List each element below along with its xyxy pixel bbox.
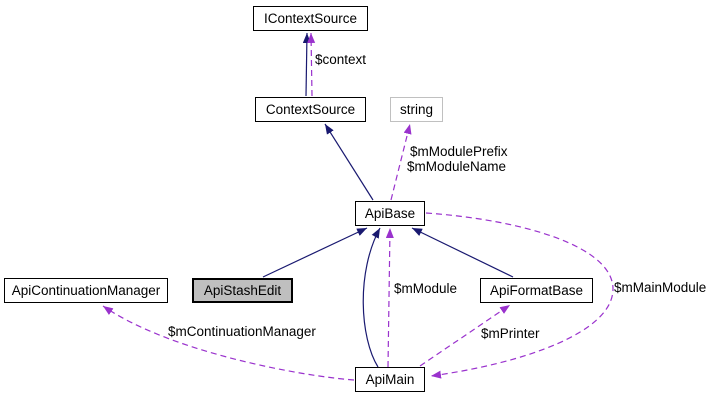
edge-usage-context — [307, 32, 316, 97]
edge-label-mmodulename: $mModuleName — [407, 159, 507, 174]
edge-inheritance-apiformatbase-apibase — [411, 227, 514, 278]
edge-inheritance-apimain-apibase — [362, 227, 381, 368]
edge-label-mcontinuationmanager: $mContinuationManager — [168, 324, 316, 339]
edge-label-mmodule: $mModule — [394, 281, 458, 296]
edge-label-mprinter: $mPrinter — [481, 326, 540, 341]
edge-inheritance-apistashedit-apibase — [262, 227, 368, 278]
edge-usage-mcontinuationmanager — [102, 305, 355, 381]
edge-label-mmainmodule: $mMainModule — [614, 280, 707, 295]
node-apiformatbase[interactable]: ApiFormatBase — [480, 278, 593, 303]
edge-label-context: $context — [315, 52, 367, 67]
node-apistashedit: ApiStashEdit — [192, 278, 293, 303]
node-apibase[interactable]: ApiBase — [355, 201, 425, 226]
node-apicontinuationmanager[interactable]: ApiContinuationManager — [4, 278, 168, 303]
edge-usage-mprinter — [419, 304, 511, 367]
edge-usage-mmodule — [385, 227, 394, 368]
edge-inheritance-contextsource-icontextsource — [302, 32, 311, 97]
edge-inheritance-apibase-contextsource — [324, 123, 374, 201]
node-contextsource[interactable]: ContextSource — [255, 97, 366, 122]
node-string: string — [390, 97, 443, 122]
node-apimain[interactable]: ApiMain — [355, 367, 425, 392]
edge-usage-modulename-string — [390, 123, 412, 201]
edge-usage-mmainmodule — [425, 212, 614, 379]
node-icontextsource[interactable]: IContextSource — [253, 6, 368, 31]
edge-label-mmoduleprefix: $mModulePrefix — [410, 144, 508, 159]
